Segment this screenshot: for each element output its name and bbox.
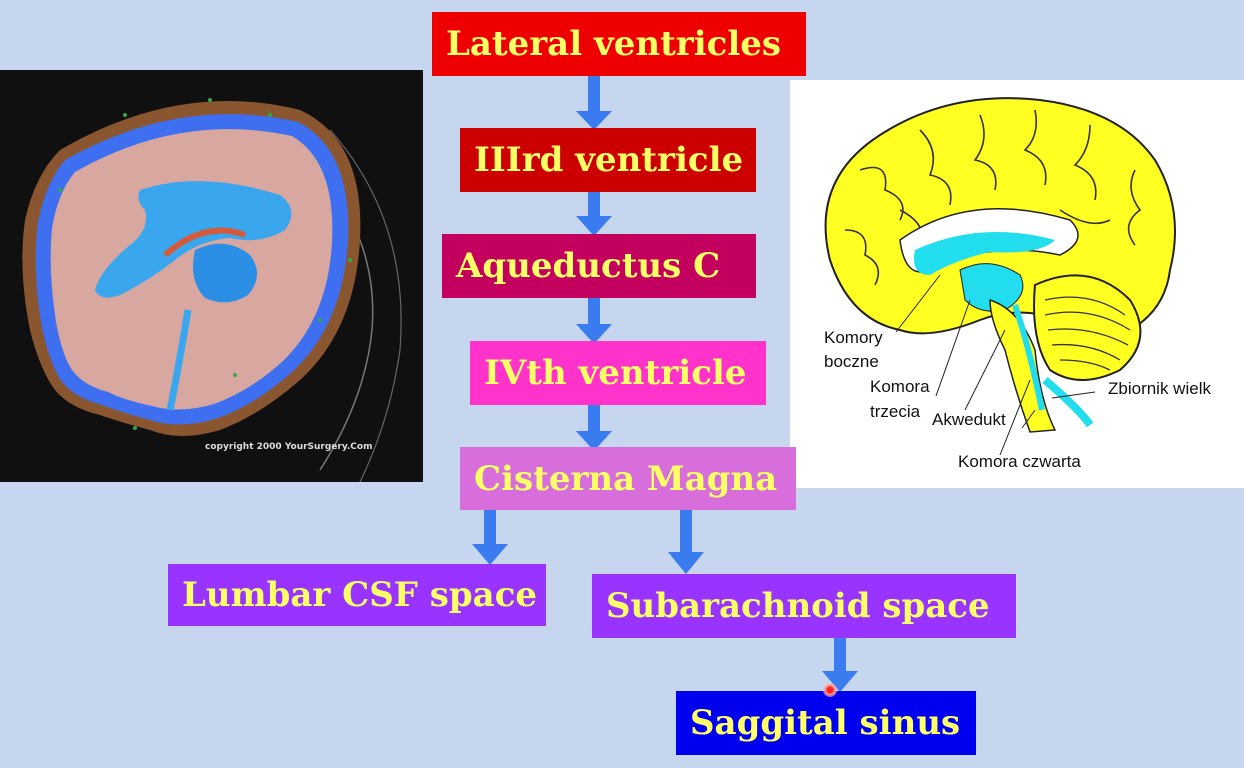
cisterna-magna-box: Cisterna Magna [460, 447, 796, 510]
saggital-sinus-box: Saggital sinus [676, 691, 976, 755]
label-zbiornik: Zbiornik wielk [1108, 379, 1211, 398]
label-komora-trzecia-line1: Komora [870, 377, 930, 396]
brain-ventricles-illustration [824, 97, 1176, 456]
arrow-third-to-aqueduct [576, 192, 612, 236]
subarachnoid-box: Subarachnoid space [592, 574, 1016, 638]
arrow-aqueduct-to-fourth [576, 298, 612, 344]
fourth-ventricle-box: IVth ventricle [470, 341, 766, 405]
lateral-ventricles-box: Lateral ventricles [432, 12, 806, 76]
arrow-subarachnoid-to-sinus [822, 637, 858, 692]
lumbar-csf-box: Lumbar CSF space [168, 564, 546, 626]
label-komora-czwarta: Komora czwarta [958, 452, 1081, 471]
label-akwedukt: Akwedukt [932, 410, 1006, 429]
copyright-text: copyright 2000 YourSurgery.Com [205, 442, 373, 452]
laser-pointer-dot [823, 683, 837, 697]
aqueductus-box: Aqueductus C [442, 234, 756, 298]
arrow-lateral-to-third [576, 75, 612, 130]
third-ventricle-box: IIIrd ventricle [460, 128, 756, 192]
left-brain-image: copyright 2000 YourSurgery.Com [0, 70, 423, 482]
label-komory-line1: Komory [824, 328, 883, 347]
label-komora-trzecia-line2: trzecia [870, 402, 921, 421]
label-komory-line2: boczne [824, 352, 879, 371]
right-brain-image: Komory boczne Komora trzecia Akwedukt Zb… [790, 80, 1244, 488]
arrow-cisterna-to-subarachnoid [668, 510, 704, 574]
arrow-fourth-to-cisterna [576, 405, 612, 451]
brain-sagittal-illustration [0, 70, 423, 482]
arrow-cisterna-to-lumbar [472, 510, 508, 565]
